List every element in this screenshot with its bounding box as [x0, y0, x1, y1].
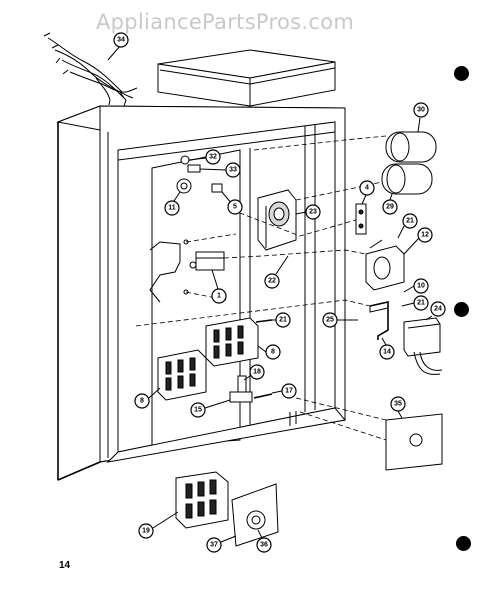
svg-text:11: 11 [168, 205, 176, 212]
callout-21-c: 21 [268, 312, 291, 328]
callout-4: 4 [359, 180, 375, 205]
svg-text:21: 21 [417, 300, 425, 307]
callout-32: 32 [188, 149, 221, 165]
callout-29: 29 [382, 193, 398, 215]
svg-text:32: 32 [209, 154, 217, 161]
wire-harness [43, 32, 138, 107]
svg-text:18: 18 [253, 369, 261, 376]
svg-text:21: 21 [406, 218, 414, 225]
svg-text:19: 19 [142, 528, 150, 535]
page-number: 14 [59, 560, 71, 571]
svg-text:1: 1 [217, 293, 221, 300]
svg-text:8: 8 [140, 398, 144, 405]
internal-components [149, 155, 297, 403]
callout-8-a: 8 [257, 344, 281, 360]
binder-hole-bottom [456, 536, 471, 551]
svg-text:5: 5 [233, 204, 237, 211]
svg-text:37: 37 [210, 542, 218, 549]
svg-text:14: 14 [383, 349, 391, 356]
svg-text:25: 25 [326, 317, 334, 324]
right-side-parts [355, 131, 443, 471]
callout-10: 10 [403, 278, 429, 294]
callout-15: 15 [190, 399, 231, 418]
svg-text:17: 17 [285, 388, 293, 395]
svg-text:35: 35 [394, 401, 402, 408]
svg-text:10: 10 [417, 283, 425, 290]
leader-lines [135, 135, 387, 441]
callout-23: 23 [295, 204, 321, 220]
callout-5: 5 [221, 191, 243, 215]
svg-text:30: 30 [417, 107, 425, 114]
svg-text:34: 34 [117, 37, 125, 44]
svg-text:33: 33 [229, 167, 237, 174]
svg-text:24: 24 [434, 306, 442, 313]
svg-text:36: 36 [260, 542, 268, 549]
svg-text:12: 12 [421, 232, 429, 239]
callout-33: 33 [199, 162, 241, 178]
callout-35: 35 [390, 396, 406, 419]
callout-18: 18 [243, 364, 265, 381]
callout-14: 14 [379, 337, 395, 360]
bottom-parts [175, 471, 279, 547]
watermark: AppliancePartsPros.com [96, 10, 355, 34]
svg-text:23: 23 [309, 209, 317, 216]
callout-21-b: 21 [401, 295, 429, 311]
svg-text:8: 8 [271, 349, 275, 356]
callout-12: 12 [403, 227, 433, 255]
control-box-cabinet [56, 105, 346, 481]
callout-11: 11 [164, 191, 181, 216]
callout-21-a: 21 [397, 213, 418, 239]
svg-text:4: 4 [365, 185, 369, 192]
svg-text:29: 29 [386, 204, 394, 211]
binder-hole-top [454, 66, 469, 81]
callout-22: 22 [264, 255, 289, 289]
callout-36: 36 [256, 529, 272, 553]
callout-19: 19 [138, 511, 179, 539]
svg-text:22: 22 [268, 278, 276, 285]
binder-hole-middle [454, 302, 469, 317]
callouts: 34 30 32 33 29 5 11 23 [107, 32, 446, 553]
callout-1: 1 [211, 269, 227, 304]
svg-text:21: 21 [279, 317, 287, 324]
callout-24: 24 [425, 301, 446, 321]
top-cover [157, 49, 336, 107]
callout-30: 30 [413, 102, 429, 133]
svg-text:15: 15 [194, 407, 202, 414]
callout-34: 34 [107, 32, 129, 61]
callout-25: 25 [322, 312, 358, 328]
callout-8-b: 8 [134, 387, 161, 409]
callout-37: 37 [206, 535, 237, 553]
callout-17: 17 [271, 383, 297, 399]
